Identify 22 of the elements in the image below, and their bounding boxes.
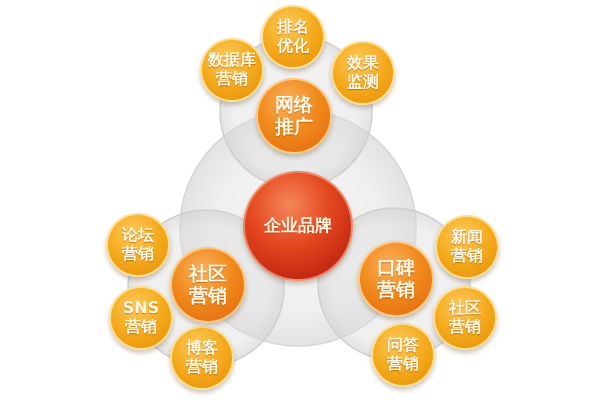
topic-label: 论坛营销 — [120, 226, 155, 264]
topic-label: 数据库营销 — [206, 51, 257, 89]
subtopic-circle — [109, 286, 173, 350]
topic-label: 社区营销 — [188, 262, 228, 308]
subtopic-circle — [200, 38, 264, 102]
subtopic-circle — [433, 286, 497, 350]
subtopic-circle — [106, 213, 170, 277]
topic-label: 网络推广 — [274, 94, 314, 138]
topic-label: 社区营销 — [448, 299, 482, 337]
topic-label: 新闻营销 — [450, 228, 484, 266]
topic-label: SNS营销 — [122, 299, 160, 337]
subtopic-circle — [170, 326, 234, 390]
topic-label: 问答营销 — [386, 336, 420, 374]
topic-label: 博客营销 — [185, 339, 219, 377]
topic-label: 效果监测 — [346, 54, 380, 92]
topic-label: 企业品牌 — [262, 216, 333, 236]
topic-label: 排名优化 — [276, 18, 310, 56]
topic-label: 口碑营销 — [376, 256, 416, 302]
subtopic-circle — [261, 5, 325, 69]
subtopic-circle — [371, 323, 435, 387]
subtopic-circle — [435, 215, 499, 279]
subtopic-circle — [331, 41, 395, 105]
